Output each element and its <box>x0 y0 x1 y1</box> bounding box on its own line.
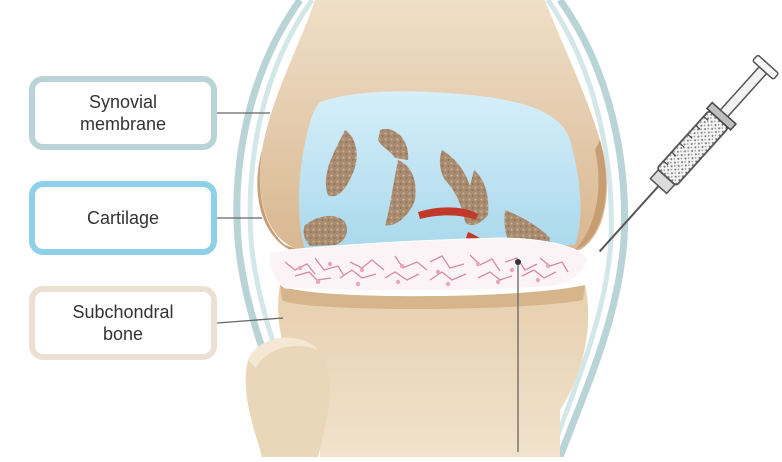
fibula-bone <box>246 338 330 457</box>
cartilage-label-box: Cartilage <box>29 181 217 255</box>
synovial-membrane-label-box: Synovial membrane <box>29 76 217 150</box>
subchondral-bone-label-box: Subchondral bone <box>29 286 217 360</box>
syringe-icon <box>588 53 780 262</box>
injection-site-marker <box>515 259 521 265</box>
cartilage-label: Cartilage <box>87 207 159 229</box>
subchondral-bone-label: Subchondral bone <box>72 301 173 345</box>
synovial-membrane-label: Synovial membrane <box>80 91 166 135</box>
